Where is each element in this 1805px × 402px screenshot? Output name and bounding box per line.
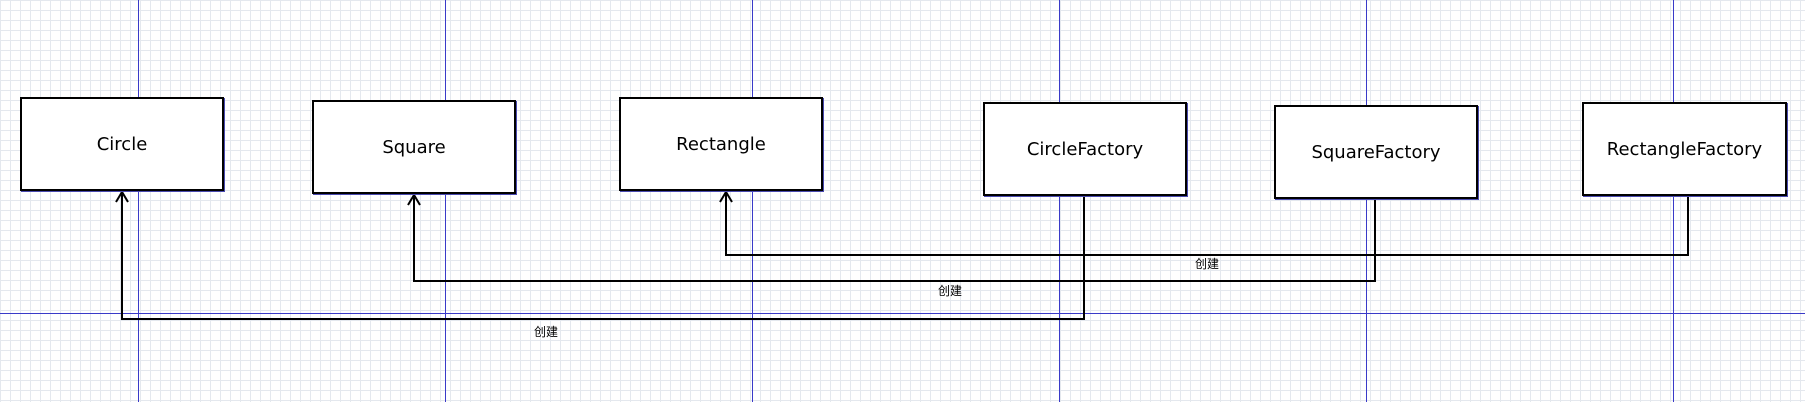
class-label: Square (382, 136, 446, 158)
connector-rectanglefactory-rectangle[interactable] (725, 192, 1689, 256)
class-box-rectangle[interactable]: Rectangle (619, 97, 823, 191)
class-box-circlefactory[interactable]: CircleFactory (983, 102, 1187, 196)
relation-label: 创建 (938, 284, 963, 298)
relation-label: 创建 (1195, 257, 1220, 271)
connector-squarefactory-square[interactable] (413, 195, 1376, 282)
connectors (115, 190, 1689, 320)
connector-circlefactory-circle[interactable] (121, 192, 1085, 320)
relation-label: 创建 (534, 325, 559, 339)
class-label: RectangleFactory (1606, 138, 1763, 160)
class-label: CircleFactory (1026, 138, 1144, 160)
class-label: Circle (96, 133, 148, 155)
class-label: Rectangle (676, 133, 766, 155)
class-box-squarefactory[interactable]: SquareFactory (1274, 105, 1478, 199)
class-label: SquareFactory (1311, 141, 1441, 163)
arrowhead-square (407, 193, 421, 206)
arrowhead-circle (115, 190, 129, 203)
class-box-square[interactable]: Square (312, 100, 516, 194)
arrowhead-rectangle (719, 190, 733, 203)
class-box-circle[interactable]: Circle (20, 97, 224, 191)
class-box-rectanglefactory[interactable]: RectangleFactory (1582, 102, 1787, 196)
